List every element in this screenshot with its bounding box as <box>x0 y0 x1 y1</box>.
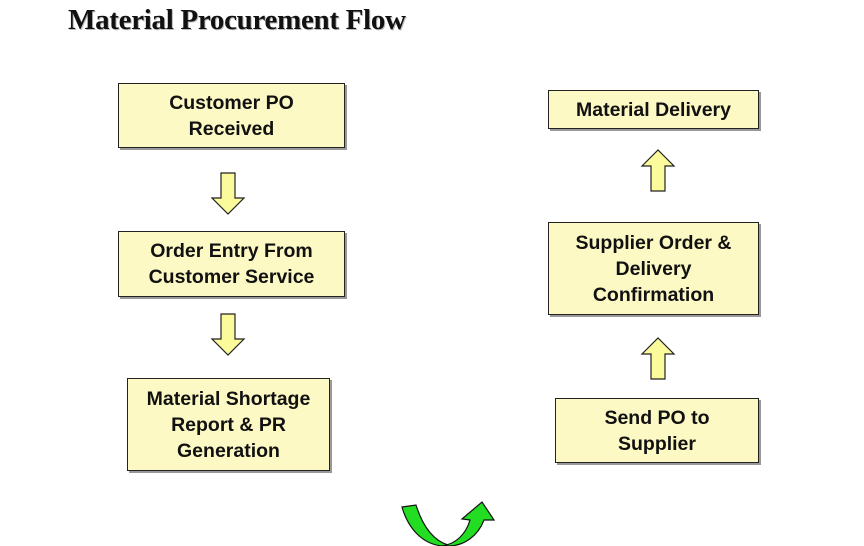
step-material-delivery: Material Delivery <box>548 90 759 129</box>
page-title: Material Procurement Flow <box>68 4 406 36</box>
step-send-po-to-supplier: Send PO to Supplier <box>555 398 759 463</box>
step-material-shortage-report: Material Shortage Report & PR Generation <box>127 378 330 471</box>
down-arrow-icon <box>210 313 246 356</box>
up-arrow-icon <box>640 149 676 192</box>
step-customer-po-received: Customer PO Received <box>118 83 345 148</box>
up-arrow-icon <box>640 337 676 380</box>
step-supplier-order-confirmation: Supplier Order & Delivery Confirmation <box>548 222 759 315</box>
down-arrow-icon <box>210 172 246 215</box>
step-order-entry: Order Entry From Customer Service <box>118 231 345 297</box>
u-turn-arrow-icon <box>401 501 496 546</box>
